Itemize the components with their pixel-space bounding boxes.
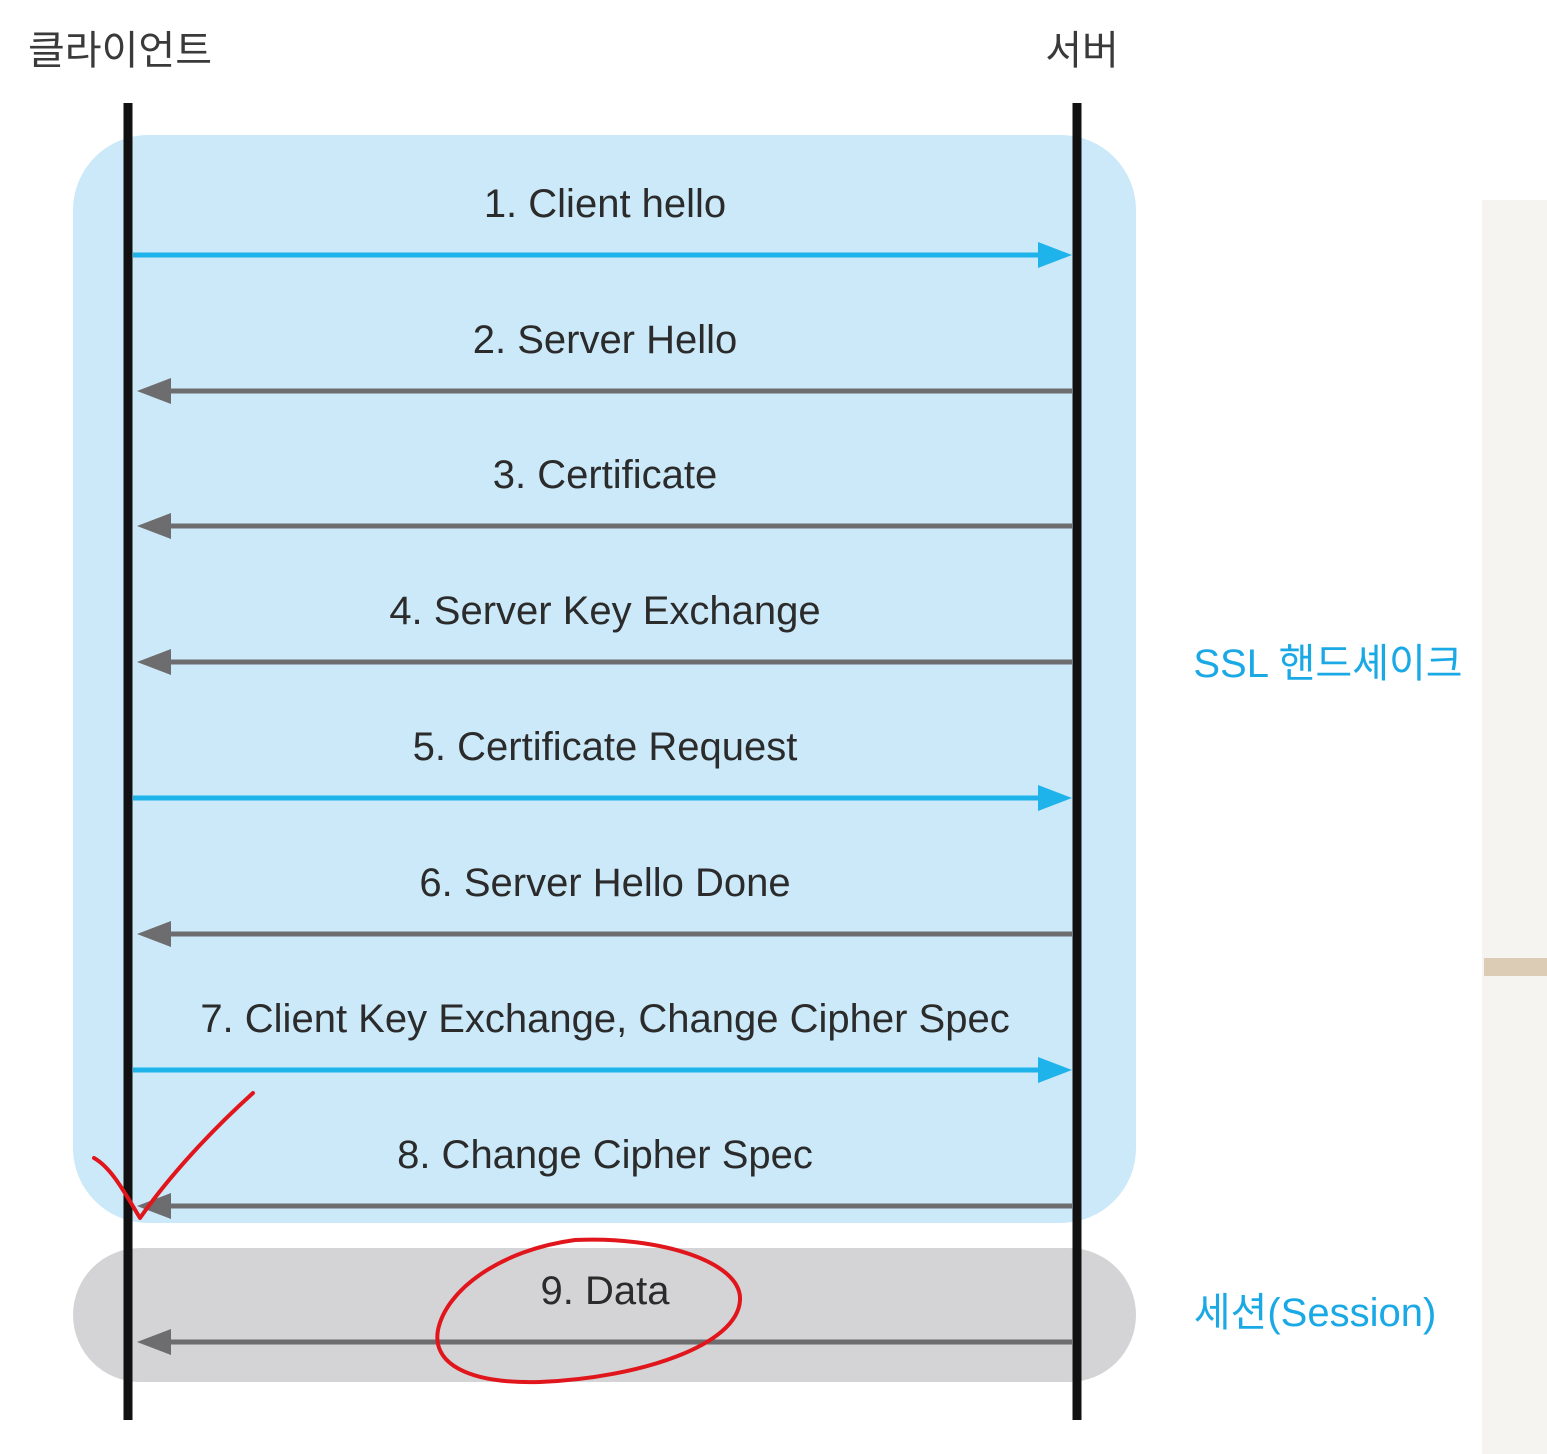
message-label: 8. Change Cipher Spec	[397, 1133, 813, 1177]
message-item: 6. Server Hello Done	[137, 861, 1072, 947]
arrowhead-icon	[137, 1329, 171, 1355]
message-list: 1. Client hello 2. Server Hello 3. Certi…	[133, 182, 1072, 1355]
client-lane-title: 클라이언트	[28, 29, 212, 73]
message-label: 2. Server Hello	[473, 318, 738, 362]
handshake-section-bg	[73, 135, 1136, 1223]
message-label: 9. Data	[541, 1269, 671, 1313]
message-label: 6. Server Hello Done	[419, 861, 790, 905]
message-item: 2. Server Hello	[137, 318, 1072, 404]
message-label: 1. Client hello	[484, 182, 726, 226]
server-lane-title: 서버	[1045, 29, 1119, 73]
message-label: 5. Certificate Request	[413, 725, 798, 769]
arrowhead-icon	[137, 513, 171, 539]
session-section-bg	[73, 1248, 1136, 1382]
right-edge-accent	[1484, 958, 1547, 976]
arrowhead-icon	[137, 921, 171, 947]
handshake-section-label: SSL 핸드셰이크	[1193, 642, 1462, 686]
right-edge-strip	[1482, 200, 1547, 1454]
message-item: 4. Server Key Exchange	[137, 589, 1072, 675]
message-item: 9. Data	[137, 1269, 1072, 1355]
message-item: 5. Certificate Request	[133, 725, 1072, 811]
checkmark-icon	[92, 1091, 255, 1220]
message-item: 8. Change Cipher Spec	[137, 1133, 1072, 1219]
message-item: 1. Client hello	[133, 182, 1072, 268]
message-label: 4. Server Key Exchange	[389, 589, 820, 633]
arrowhead-icon	[137, 649, 171, 675]
message-item: 3. Certificate	[137, 453, 1072, 539]
arrowhead-icon	[137, 1193, 171, 1219]
message-label: 3. Certificate	[493, 453, 718, 497]
arrowhead-icon	[1038, 242, 1072, 268]
arrowhead-icon	[137, 378, 171, 404]
arrowhead-icon	[1038, 1057, 1072, 1083]
circle-annotation-icon	[435, 1237, 743, 1385]
session-section-label: 세션(Session)	[1194, 1291, 1437, 1335]
message-label: 7. Client Key Exchange, Change Cipher Sp…	[200, 997, 1009, 1041]
arrowhead-icon	[1038, 785, 1072, 811]
message-item: 7. Client Key Exchange, Change Cipher Sp…	[133, 997, 1072, 1083]
